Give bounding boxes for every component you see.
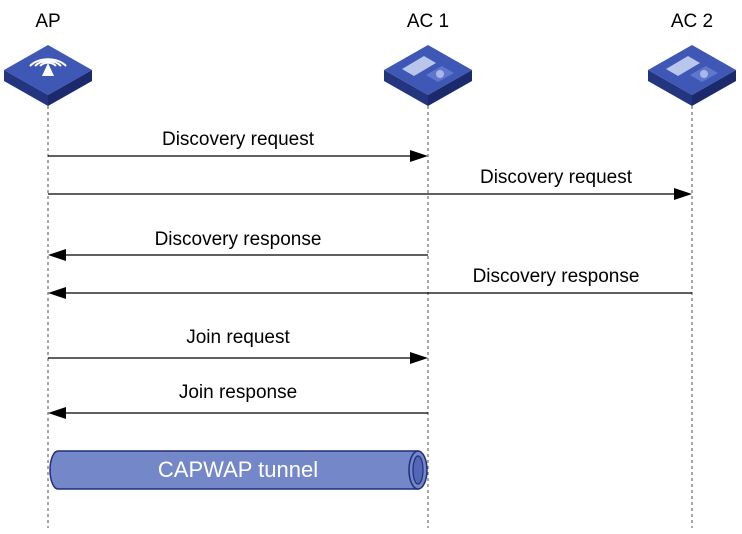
message-label: Discovery response xyxy=(473,266,640,287)
access-controller-icon xyxy=(384,45,472,106)
ac1-label: AC 1 xyxy=(407,11,449,32)
capwap-tunnel: CAPWAP tunnel xyxy=(49,450,428,490)
arrowhead-icon xyxy=(48,287,66,299)
message-label: Discovery response xyxy=(155,229,322,250)
arrowhead-icon xyxy=(410,352,428,364)
arrowhead-icon xyxy=(674,188,692,200)
message-label: Discovery request xyxy=(480,167,633,188)
arrowhead-icon xyxy=(48,407,66,419)
message-label: Join response xyxy=(179,382,297,403)
message-label: Join request xyxy=(186,327,290,348)
ap-label: AP xyxy=(35,11,60,32)
arrowhead-icon xyxy=(48,249,66,261)
access-controller-icon xyxy=(648,45,736,106)
arrowhead-icon xyxy=(410,150,428,162)
tunnel-label: CAPWAP tunnel xyxy=(158,457,318,482)
wireless-access-point-icon xyxy=(4,45,92,106)
message-label: Discovery request xyxy=(162,129,315,150)
ac2-label: AC 2 xyxy=(671,11,713,32)
